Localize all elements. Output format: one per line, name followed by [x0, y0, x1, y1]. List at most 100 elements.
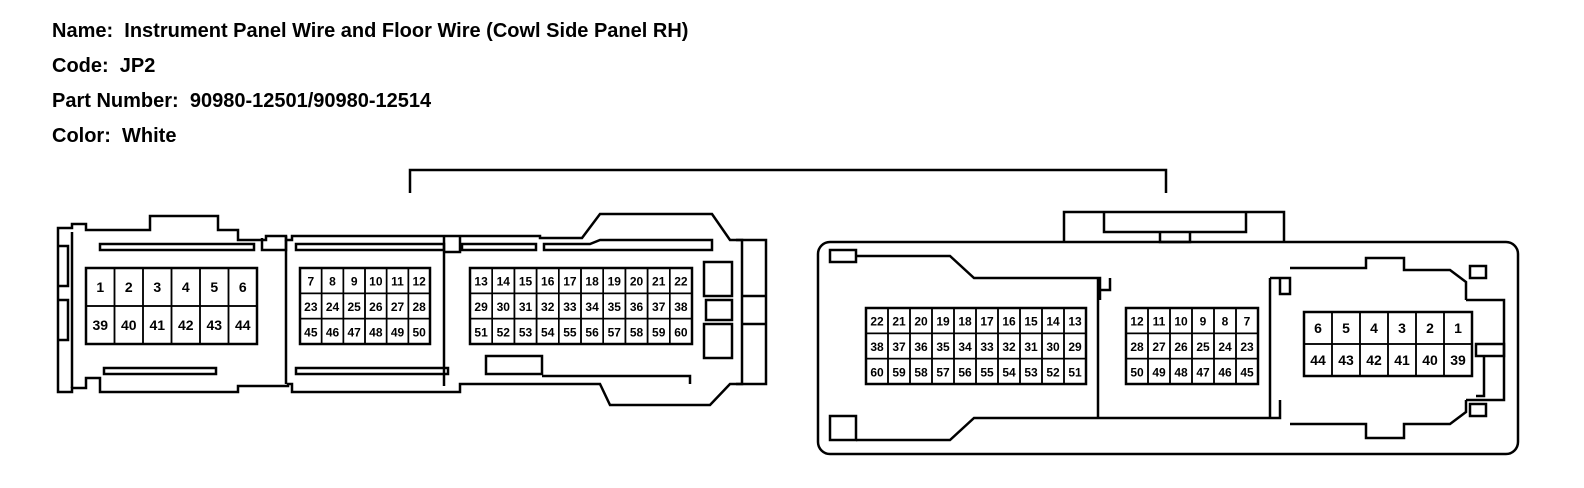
- pin-number: 55: [980, 365, 994, 379]
- pin-number: 30: [497, 300, 511, 314]
- pin-number: 38: [674, 300, 688, 314]
- pin-number: 57: [608, 325, 622, 339]
- pin-number: 15: [519, 275, 533, 289]
- pin-number: 36: [630, 300, 644, 314]
- pin-number: 53: [519, 325, 533, 339]
- pin-number: 38: [870, 340, 884, 354]
- pin-number: 8: [329, 275, 336, 289]
- pin-number: 46: [1218, 365, 1232, 379]
- pin-number: 24: [326, 300, 340, 314]
- pin-number: 22: [674, 275, 688, 289]
- connector-info: Name: Instrument Panel Wire and Floor Wi…: [52, 14, 688, 154]
- pin-number: 15: [1024, 315, 1038, 329]
- pin-number: 56: [585, 325, 599, 339]
- info-value: White: [122, 125, 177, 147]
- pin-number: 48: [1174, 365, 1188, 379]
- pin-number: 43: [1338, 352, 1354, 368]
- pin-number: 22: [870, 315, 884, 329]
- pin-number: 27: [391, 300, 405, 314]
- pin-number: 31: [519, 300, 533, 314]
- info-label: Name:: [52, 20, 114, 42]
- pin-number: 45: [1240, 365, 1254, 379]
- pin-number: 47: [347, 325, 361, 339]
- pin-number: 46: [326, 325, 340, 339]
- pin-number: 35: [608, 300, 622, 314]
- pin-number: 37: [652, 300, 666, 314]
- pin-number: 30: [1046, 340, 1060, 354]
- pin-number: 34: [585, 300, 599, 314]
- pin-number: 32: [1002, 340, 1016, 354]
- pin-number: 27: [1152, 340, 1166, 354]
- pin-number: 49: [391, 325, 405, 339]
- pin-number: 23: [1240, 340, 1254, 354]
- pin-number: 20: [630, 275, 644, 289]
- pin-number: 17: [980, 315, 994, 329]
- pin-number: 9: [1200, 315, 1207, 329]
- pin-number: 2: [125, 279, 133, 295]
- pin-number: 53: [1024, 365, 1038, 379]
- pin-number: 51: [474, 325, 488, 339]
- info-part-number-line: Part Number: 90980-12501/90980-12514: [52, 84, 688, 119]
- info-label: Part Number:: [52, 90, 179, 112]
- pin-number: 36: [914, 340, 928, 354]
- pin-number: 35: [936, 340, 950, 354]
- pin-number: 28: [412, 300, 426, 314]
- pin-number: 52: [497, 325, 511, 339]
- pin-cell: [668, 317, 693, 345]
- pin-number: 7: [1244, 315, 1251, 329]
- info-value: JP2: [119, 55, 156, 77]
- pin-number: 2: [1426, 320, 1434, 336]
- pin-number: 10: [369, 275, 383, 289]
- pin-number: 1: [1454, 320, 1462, 336]
- pin-number: 45: [304, 325, 318, 339]
- pin-number: 1: [96, 279, 104, 295]
- pin-number: 25: [1196, 340, 1210, 354]
- pin-number: 47: [1196, 365, 1210, 379]
- info-name-line: Name: Instrument Panel Wire and Floor Wi…: [52, 14, 688, 49]
- pin-number: 11: [391, 275, 404, 289]
- pin-number: 14: [1046, 315, 1060, 329]
- pin-number: 24: [1218, 340, 1232, 354]
- pin-number: 28: [1130, 340, 1144, 354]
- pin-number: 49: [1152, 365, 1166, 379]
- pin-number: 10: [1174, 315, 1188, 329]
- male-connector-housing: [816, 210, 1520, 456]
- female-connector-housing: [56, 212, 768, 407]
- pin-number: 3: [1398, 320, 1406, 336]
- pin-number: 57: [936, 365, 950, 379]
- pin-number: 11: [1153, 315, 1166, 329]
- pin-number: 60: [870, 365, 884, 379]
- pin-number: 39: [92, 317, 108, 333]
- pin-number: 58: [630, 325, 644, 339]
- info-value: 90980-12501/90980-12514: [189, 90, 432, 112]
- pin-number: 59: [652, 325, 666, 339]
- pin-number: 18: [958, 315, 972, 329]
- pin-number: 40: [121, 317, 137, 333]
- pin-number: 12: [1130, 315, 1144, 329]
- pin-number: 5: [1342, 320, 1350, 336]
- pin-number: 44: [235, 317, 251, 333]
- pin-number: 43: [206, 317, 222, 333]
- pin-number: 26: [1174, 340, 1188, 354]
- pin-number: 37: [892, 340, 906, 354]
- pin-number: 6: [1314, 320, 1322, 336]
- pin-number: 8: [1222, 315, 1229, 329]
- pin-number: 23: [304, 300, 318, 314]
- pin-number: 29: [1068, 340, 1082, 354]
- pin-number: 59: [892, 365, 906, 379]
- pin-number: 4: [182, 279, 190, 295]
- pin-number: 19: [936, 315, 950, 329]
- pin-number: 58: [914, 365, 928, 379]
- pin-number: 41: [149, 317, 165, 333]
- pin-number: 7: [307, 275, 314, 289]
- pin-number: 21: [892, 315, 906, 329]
- pin-number: 50: [1130, 365, 1144, 379]
- info-code-line: Code: JP2: [52, 49, 688, 84]
- pin-number: 56: [958, 365, 972, 379]
- pin-number: 16: [541, 275, 555, 289]
- pin-number: 21: [652, 275, 666, 289]
- pin-number: 16: [1002, 315, 1016, 329]
- pin-number: 9: [351, 275, 358, 289]
- pin-number: 39: [1450, 352, 1466, 368]
